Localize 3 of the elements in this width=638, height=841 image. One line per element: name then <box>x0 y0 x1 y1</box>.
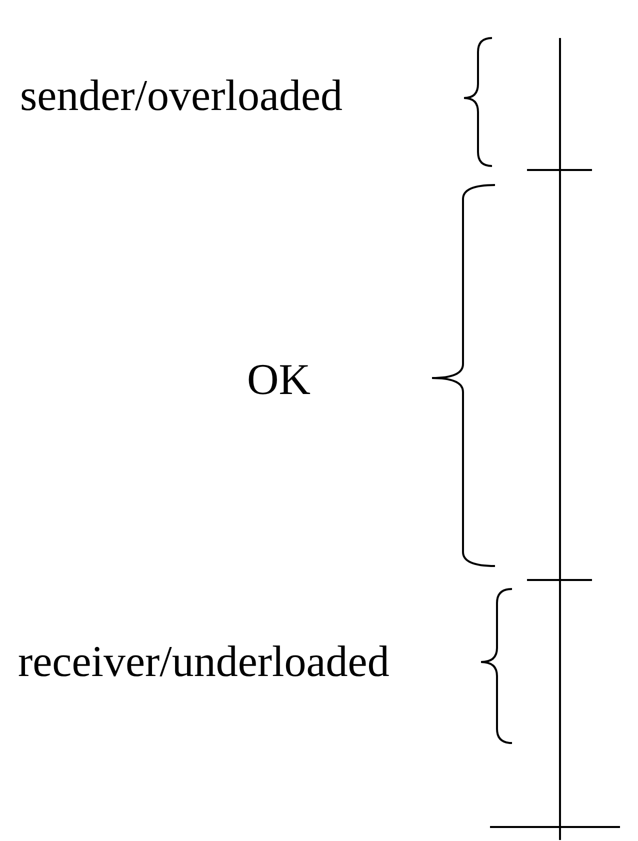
range-label: sender/overloaded <box>20 74 343 118</box>
range-label: receiver/underloaded <box>18 640 390 684</box>
range-label: OK <box>247 358 311 402</box>
